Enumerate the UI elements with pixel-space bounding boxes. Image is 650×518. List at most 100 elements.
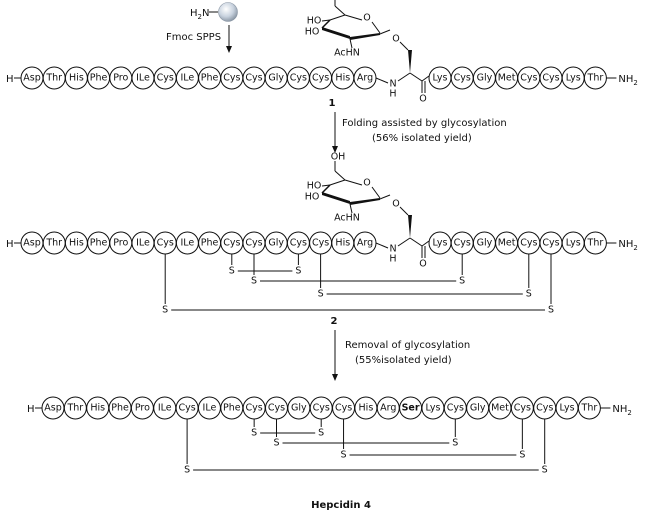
ring-bold-bond xyxy=(350,198,380,205)
bond-line xyxy=(375,242,389,249)
bond-line xyxy=(334,5,346,16)
residue-label: Cys xyxy=(542,73,559,84)
wedge-bond xyxy=(408,50,412,73)
residue-label: Cys xyxy=(520,73,537,84)
bond-line xyxy=(379,29,391,35)
residue-label: Cys xyxy=(312,238,329,249)
residue-label: Gly xyxy=(470,403,486,414)
ho-label: HO xyxy=(307,16,322,27)
hepcidin-4-label: Hepcidin 4 xyxy=(311,500,371,511)
sulfur-label: S xyxy=(162,305,168,316)
bond-line xyxy=(409,237,423,247)
residue-label: Arg xyxy=(380,403,396,414)
sulfur-label: S xyxy=(229,266,235,277)
ring-bond xyxy=(371,21,381,34)
residue-label: Cys xyxy=(246,403,263,414)
n-terminus-label: H xyxy=(6,239,14,250)
residue-label: ILe xyxy=(136,238,150,249)
residue-label: Arg xyxy=(357,238,373,249)
ring-bond xyxy=(321,184,331,194)
sulfur-label: S xyxy=(519,450,525,461)
sulfur-label: S xyxy=(452,438,458,449)
bond-line xyxy=(349,38,353,49)
sulfur-label: S xyxy=(273,438,279,449)
sulfur-label: S xyxy=(459,276,465,287)
oh-label: OH xyxy=(331,152,346,163)
ring-bond xyxy=(344,14,363,21)
c-terminus-label: NH2 xyxy=(618,74,637,87)
residue-label: Ser xyxy=(402,403,420,414)
bond-line xyxy=(321,184,331,187)
bond-line xyxy=(349,203,353,214)
residue-label: Asp xyxy=(23,73,40,84)
residue-label: Gly xyxy=(268,73,284,84)
residue-label: Cys xyxy=(536,403,553,414)
step1-line2: (56% isolated yield) xyxy=(372,133,472,144)
residue-label: Cys xyxy=(447,403,464,414)
residue-label: Gly xyxy=(268,238,284,249)
residue-label: Phe xyxy=(201,238,219,249)
residue-label: His xyxy=(90,403,105,414)
residue-label: Cys xyxy=(335,403,352,414)
arrow-down-icon xyxy=(332,374,338,381)
sulfur-label: S xyxy=(251,276,257,287)
resin-amine-label: H2N xyxy=(190,8,209,21)
residue-label: Lys xyxy=(433,238,448,249)
glycosidic-o-label: O xyxy=(392,199,399,210)
ring-bold-bond xyxy=(322,192,350,204)
bond-line xyxy=(409,72,423,82)
residue-label: Phe xyxy=(90,73,108,84)
residue-label: Thr xyxy=(66,403,83,414)
arrow-down-icon xyxy=(226,46,232,53)
amide-n-label: N xyxy=(389,79,396,90)
residue-label: Cys xyxy=(157,73,174,84)
residue-label: ILe xyxy=(136,73,150,84)
residue-label: Cys xyxy=(454,73,471,84)
residue-label: Cys xyxy=(245,73,262,84)
residue-label: Lys xyxy=(566,73,581,84)
residue-label: His xyxy=(335,73,350,84)
residue-label: Lys xyxy=(566,238,581,249)
sulfur-label: S xyxy=(295,266,301,277)
residue-label: Phe xyxy=(201,73,219,84)
residue-label: ILe xyxy=(181,238,195,249)
residue-label: Cys xyxy=(313,403,330,414)
wedge-bond xyxy=(408,215,412,238)
residue-label: Cys xyxy=(520,238,537,249)
bond-line xyxy=(399,41,409,51)
bond-line xyxy=(421,75,430,82)
ho-label: HO xyxy=(305,192,320,203)
step0-label: Fmoc SPPS xyxy=(166,32,221,43)
residue-label: Thr xyxy=(587,73,604,84)
ring-bold-bond xyxy=(350,33,380,40)
residue-label: Lys xyxy=(433,73,448,84)
carbonyl-o-label: O xyxy=(419,259,426,270)
ring-bond xyxy=(321,19,331,29)
residue-label: Lys xyxy=(425,403,440,414)
carbonyl-o-label: O xyxy=(419,94,426,105)
c-terminus-label: NH2 xyxy=(612,404,631,417)
residue-label: Thr xyxy=(45,73,62,84)
ring-o-label: O xyxy=(363,178,370,189)
residue-label: Cys xyxy=(223,73,240,84)
sulfur-label: S xyxy=(526,289,532,300)
residue-label: Pro xyxy=(113,238,128,249)
amide-n-label: N xyxy=(389,244,396,255)
c-terminus-label: NH2 xyxy=(618,239,637,252)
amide-h-label: H xyxy=(389,254,396,265)
residue-label: Cys xyxy=(245,238,262,249)
step2-line2: (55%isolated yield) xyxy=(355,355,452,366)
residue-label: Thr xyxy=(587,238,604,249)
residue-label: Cys xyxy=(223,238,240,249)
compound-2-label: 2 xyxy=(331,316,338,327)
n-terminus-label: H xyxy=(6,74,14,85)
bond-line xyxy=(397,72,411,82)
bond-line xyxy=(399,206,409,216)
residue-label: Phe xyxy=(111,403,129,414)
sulfur-label: S xyxy=(184,465,190,476)
ring-bond xyxy=(329,14,346,21)
resin-bead-icon xyxy=(218,2,238,22)
glycosidic-o-label: O xyxy=(392,34,399,45)
residue-label: Arg xyxy=(357,73,373,84)
